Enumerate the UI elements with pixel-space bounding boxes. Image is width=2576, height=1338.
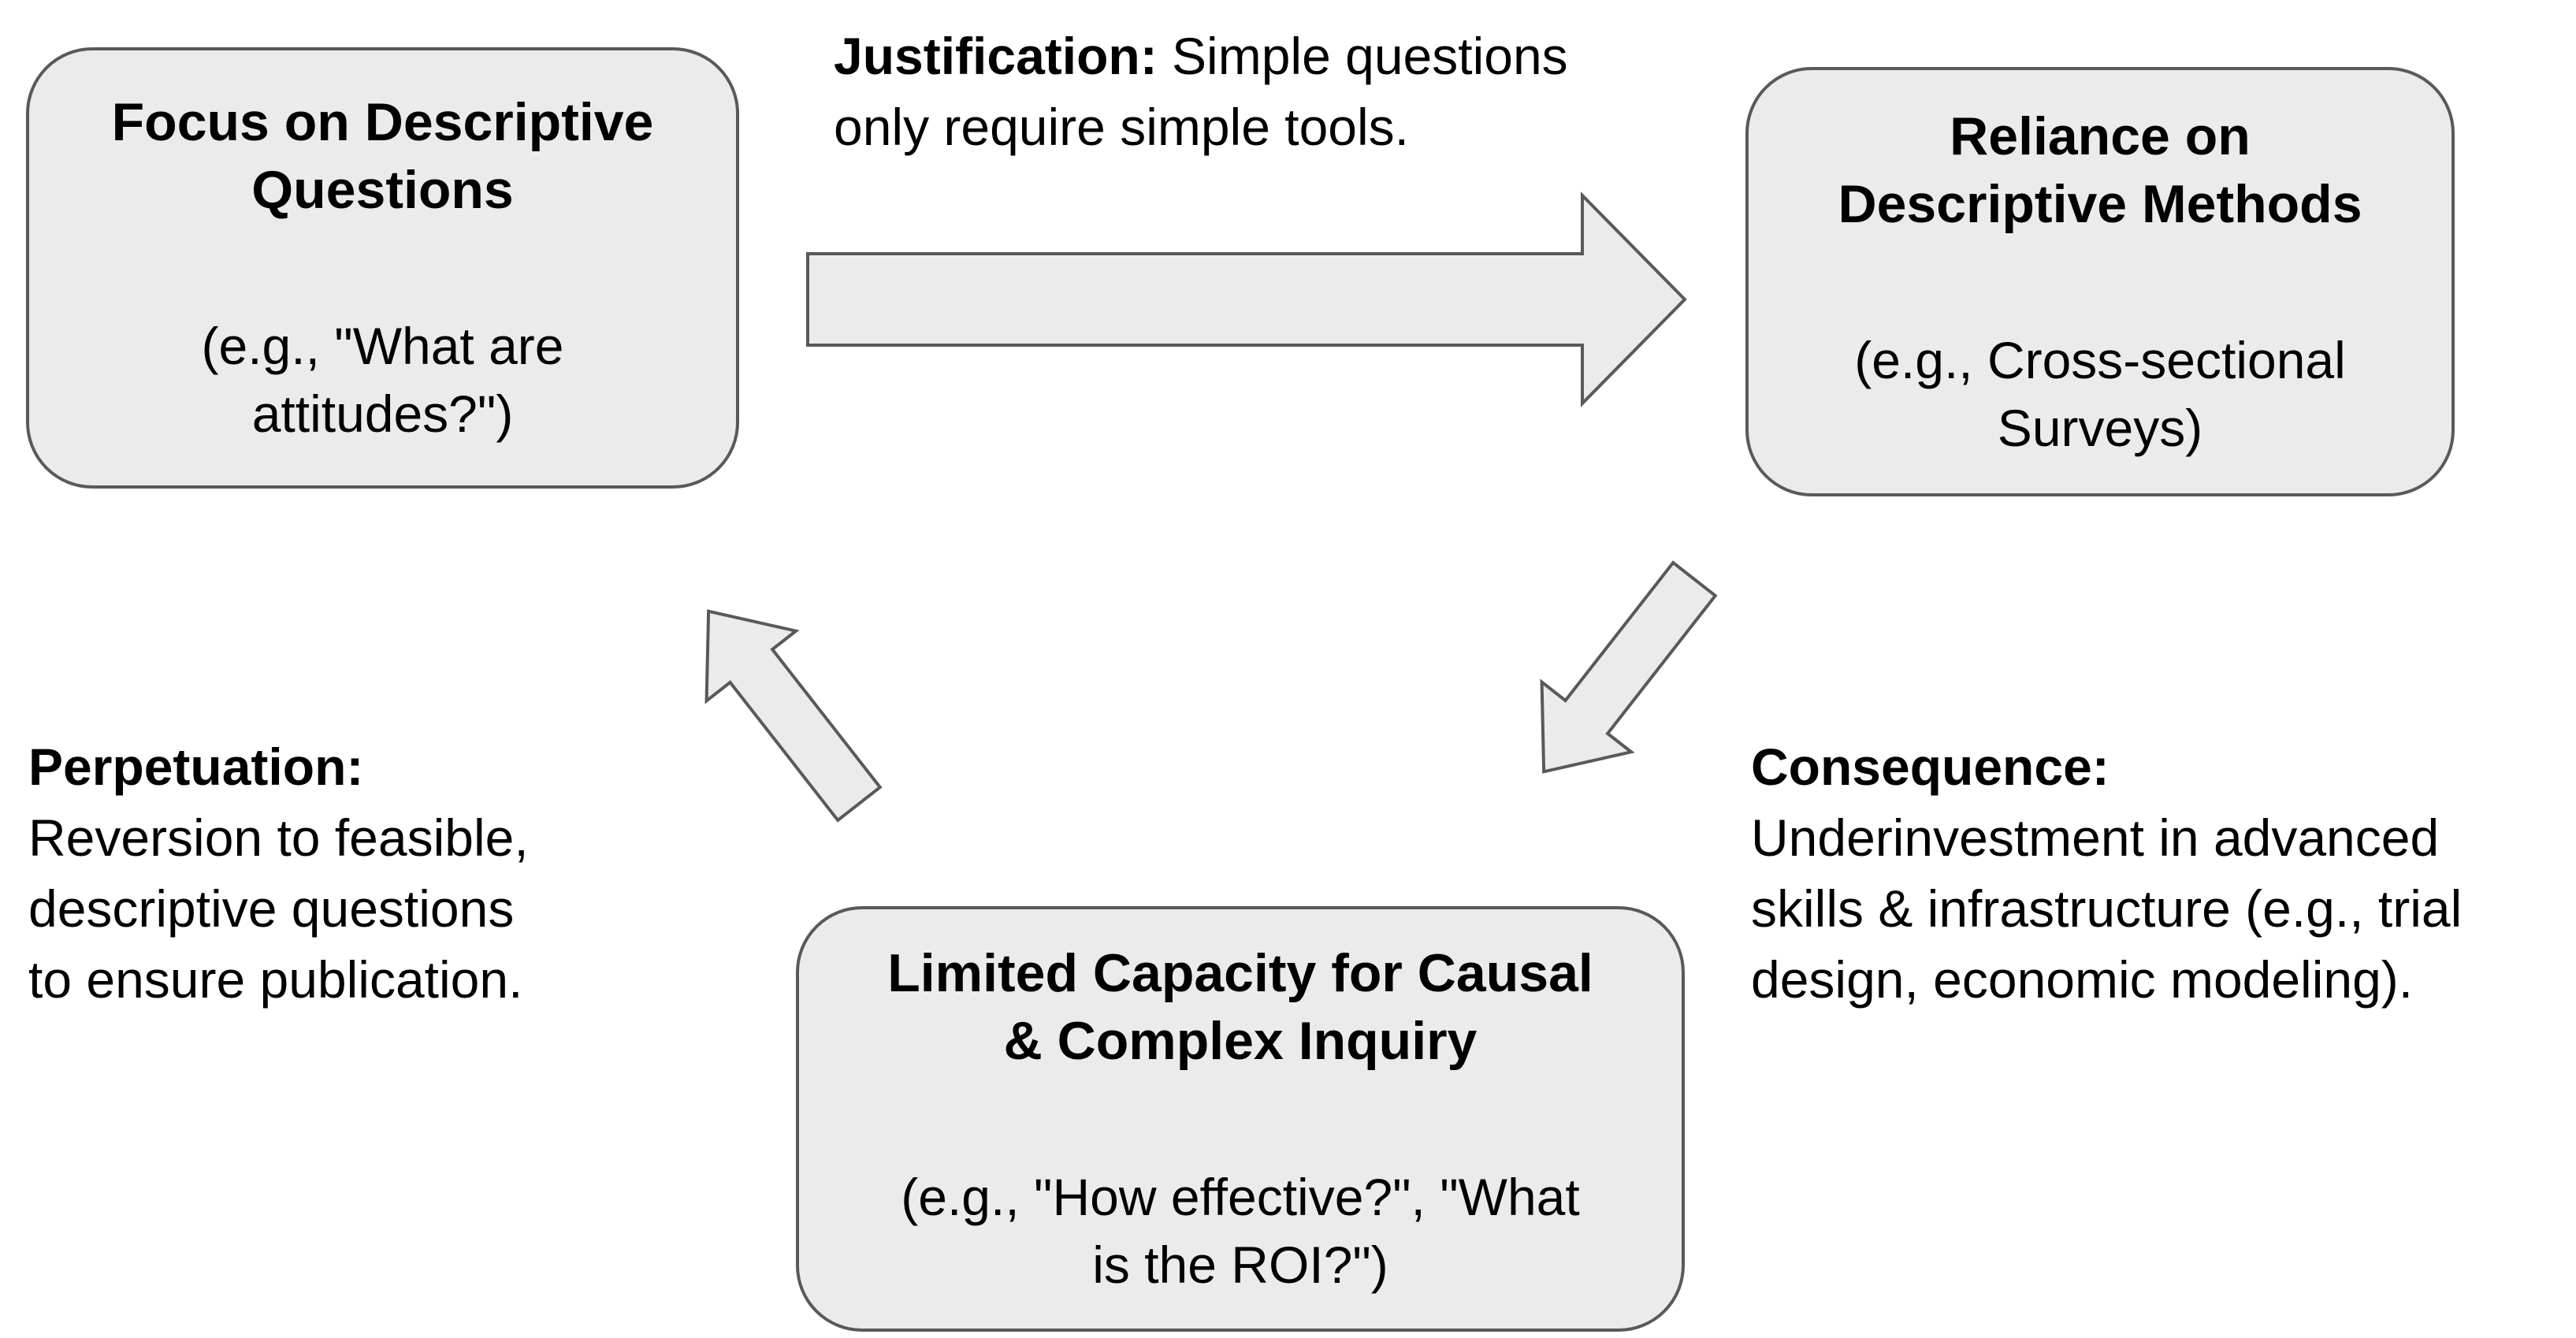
consequence-arrow-icon (1540, 560, 1718, 774)
box-example-line: Surveys) (1997, 398, 2203, 457)
perpetuation-text-line: descriptive questions (28, 879, 515, 938)
box-title: Limited Capacity for Causal & Complex In… (887, 939, 1593, 1075)
justification-keyword: Justification: (834, 27, 1158, 85)
perpetuation-text-line: to ensure publication. (28, 950, 523, 1009)
perpetuation-text-line: Reversion to feasible, (28, 808, 529, 867)
box-example-line: (e.g., "What are (201, 317, 564, 375)
box-example: (e.g., Cross-sectional Surveys) (1854, 326, 2346, 462)
consequence-text-line: design, economic modeling). (1751, 950, 2414, 1009)
justification-arrow-icon (806, 191, 1687, 407)
justification-line-2: only require simple tools. (834, 98, 1409, 156)
box-example-line: (e.g., Cross-sectional (1854, 330, 2346, 389)
perpetuation-keyword: Perpetuation: (28, 738, 364, 796)
box-example: (e.g., "How effective?", "What is the RO… (901, 1163, 1579, 1299)
box-example: (e.g., "What are attitudes?") (202, 312, 564, 448)
consequence-keyword: Consequence: (1751, 738, 2109, 796)
box-title-line: Focus on Descriptive (111, 92, 654, 152)
box-example-line: is the ROI?") (1092, 1236, 1388, 1294)
box-title-line: Descriptive Methods (1838, 173, 2362, 234)
box-title-line: Reliance on (1950, 106, 2251, 166)
justification-text: Simple questions (1157, 27, 1568, 85)
box-title: Focus on Descriptive Questions (112, 88, 654, 224)
consequence-text-line: skills & infrastructure (e.g., trial (1751, 879, 2463, 938)
box-title-line: Limited Capacity for Causal (887, 943, 1593, 1003)
perpetuation-label: Perpetuation: Reversion to feasible, des… (28, 731, 529, 1015)
perpetuation-arrow-icon (704, 609, 883, 823)
box-limited-capacity-causal-inquiry: Limited Capacity for Causal & Complex In… (796, 906, 1685, 1332)
box-title-line: & Complex Inquiry (1003, 1011, 1478, 1071)
box-focus-descriptive-questions: Focus on Descriptive Questions (e.g., "W… (26, 47, 739, 489)
box-example-line: (e.g., "How effective?", "What (901, 1168, 1580, 1226)
box-reliance-descriptive-methods: Reliance on Descriptive Methods (e.g., C… (1745, 67, 2455, 496)
justification-label: Justification: Simple questions only req… (834, 20, 1568, 162)
consequence-text-line: Underinvestment in advanced (1751, 808, 2440, 867)
justification-line-1: Justification: Simple questions (834, 20, 1568, 91)
consequence-label: Consequence: Underinvestment in advanced… (1751, 731, 2462, 1015)
box-title: Reliance on Descriptive Methods (1838, 102, 2362, 238)
box-title-line: Questions (251, 160, 514, 220)
box-example-line: attitudes?") (251, 385, 514, 443)
